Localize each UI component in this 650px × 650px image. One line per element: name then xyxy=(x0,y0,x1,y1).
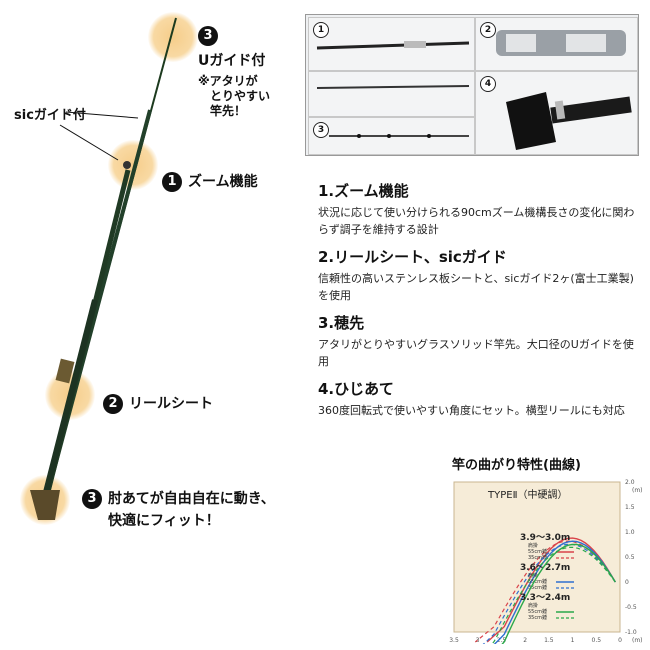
photo-number: 4 xyxy=(480,76,496,92)
feature-title: 1.ズーム機能 xyxy=(318,182,409,200)
x-tick-label: 1.5 xyxy=(544,637,554,644)
legend-entry: 肩掛 xyxy=(528,602,538,609)
u-guide-note-line: ※アタリが xyxy=(198,74,258,88)
series-length-label: 3.6〜2.7m xyxy=(520,563,570,573)
chart-type-label: TYPEⅡ（中硬調） xyxy=(487,488,568,501)
elbow-number: 3 xyxy=(82,489,102,509)
y-tick-label: -1.0 xyxy=(625,629,637,636)
u-guide-note-line: とりやすい xyxy=(210,89,271,103)
y-tick-label: 0.5 xyxy=(625,554,635,561)
zoom-number: 1 xyxy=(162,172,182,192)
feature-desc: 信頼性の高いステンレス板シートと、sicガイド2ヶ(富士工業製)を使用 xyxy=(318,272,634,302)
feature-elbow: 4.ひじあて 360度回転式で使いやすい角度にセット。横型リールにも対応 xyxy=(318,378,643,419)
chart-plot-area xyxy=(453,481,621,633)
elbow-line-2: 快適にフィット！ xyxy=(108,513,220,529)
zoom-callout: 1 ズーム機能 xyxy=(162,171,258,192)
feature-title: 2.リールシート、sicガイド xyxy=(318,248,507,266)
feature-desc: 360度回転式で使いやすい角度にセット。横型リールにも対応 xyxy=(318,404,625,417)
bend-curve xyxy=(482,543,616,644)
legend-entry: 55cm錘 xyxy=(528,608,547,615)
photo-rod-drawing xyxy=(316,85,470,89)
series-length-label: 3.3〜2.4m xyxy=(520,593,570,603)
feature-desc: 状況に応じて使い分けられる90cmズーム機構長さの変化に関わらず調子を維持する設… xyxy=(318,206,635,236)
feature-title: 3.穂先 xyxy=(318,314,365,332)
legend-entry: 35cm錘 xyxy=(528,554,547,561)
y-tick-label: 2.0 xyxy=(625,479,635,486)
photo-number: 1 xyxy=(313,22,329,38)
bend-chart-heading: 竿の曲がり特性(曲線) xyxy=(452,458,581,473)
elbow-line-1: 肘あてが自由自在に動き、 xyxy=(108,491,275,507)
rod-drawing xyxy=(30,17,177,520)
series-length-label: 3.9〜3.0m xyxy=(520,533,570,543)
feature-desc: アタリがとりやすいグラスソリッド竿先。大口径のUガイドを使用 xyxy=(318,338,634,368)
photo-zoom: 1 xyxy=(308,17,475,71)
legend-entry: 55cm錘 xyxy=(528,578,547,585)
photo-zoom-drawing xyxy=(316,41,470,50)
feature-title: 4.ひじあて xyxy=(318,380,394,398)
reel-seat-label: リールシート xyxy=(129,396,213,412)
elbow-callout: 3 肘あてが自由自在に動き、 快適にフィット！ xyxy=(82,488,275,532)
photo-tip: 3 xyxy=(308,117,475,155)
zoom-highlight xyxy=(108,140,158,190)
reel-seat-number: 2 xyxy=(103,394,123,414)
photo-number: 3 xyxy=(313,122,329,138)
photo-blank xyxy=(308,71,475,117)
x-tick-label: 1 xyxy=(571,637,575,644)
x-tick-label: 0 xyxy=(618,637,622,644)
legend-entry: 55cm錘 xyxy=(528,548,547,555)
x-unit-label: (m) xyxy=(632,637,643,644)
feature-reel-seat: 2.リールシート、sicガイド 信頼性の高いステンレス板シートと、sicガイド2… xyxy=(318,246,643,304)
photo-tip-drawing xyxy=(329,134,469,138)
zoom-label: ズーム機能 xyxy=(188,174,258,190)
legend-entry: 35cm錘 xyxy=(528,584,547,591)
reel-seat-callout: 2 リールシート xyxy=(103,393,213,414)
legend-entry: 35cm錘 xyxy=(528,614,547,621)
photo-elbow-drawing xyxy=(506,92,632,150)
u-guide-number: 3 xyxy=(198,26,218,46)
u-guide-note-line: 竿先！ xyxy=(210,104,247,118)
bend-curve xyxy=(501,543,616,644)
sic-guide-callout: sicガイド付 xyxy=(14,108,86,123)
y-tick-label: -0.5 xyxy=(625,604,637,611)
photo-reel-seat: 2 xyxy=(475,17,638,71)
rod-illustration-panel: 3 Uガイド付 ※アタリが とりやすい 竿先！ sicガイド付 1 ズーム機能 2… xyxy=(0,0,300,650)
bend-curve xyxy=(493,540,616,644)
feature-zoom: 1.ズーム機能 状況に応じて使い分けられる90cmズーム機構長さの変化に関わらず… xyxy=(318,180,643,238)
bend-curve xyxy=(491,546,616,644)
u-guide-note: ※アタリが とりやすい 竿先！ xyxy=(198,74,270,119)
x-tick-label: 3.5 xyxy=(449,637,459,644)
bend-curve xyxy=(486,537,616,643)
y-unit-label: (m) xyxy=(632,487,643,494)
feature-tip: 3.穂先 アタリがとりやすいグラスソリッド竿先。大口径のUガイドを使用 xyxy=(318,312,643,370)
y-tick-label: 1.0 xyxy=(625,529,635,536)
x-tick-label: 2.5 xyxy=(497,637,507,644)
u-guide-callout: 3 Uガイド付 ※アタリが とりやすい 竿先！ xyxy=(198,26,270,119)
u-guide-title: Uガイド付 xyxy=(198,53,266,69)
y-tick-label: 1.5 xyxy=(625,504,635,511)
y-tick-label: 0 xyxy=(625,579,629,586)
feature-list: 1.ズーム機能 状況に応じて使い分けられる90cmズーム機構長さの変化に関わらず… xyxy=(318,180,643,427)
x-tick-label: 0.5 xyxy=(592,637,602,644)
detail-photos: 1 3 2 4 xyxy=(305,14,639,156)
legend-entry: 肩掛 xyxy=(528,542,538,549)
photo-elbow: 4 xyxy=(475,71,638,155)
x-tick-label: 2 xyxy=(523,637,527,644)
tip-highlight xyxy=(148,12,198,62)
photo-number: 2 xyxy=(480,22,496,38)
photo-reel-seat-drawing xyxy=(496,30,626,56)
